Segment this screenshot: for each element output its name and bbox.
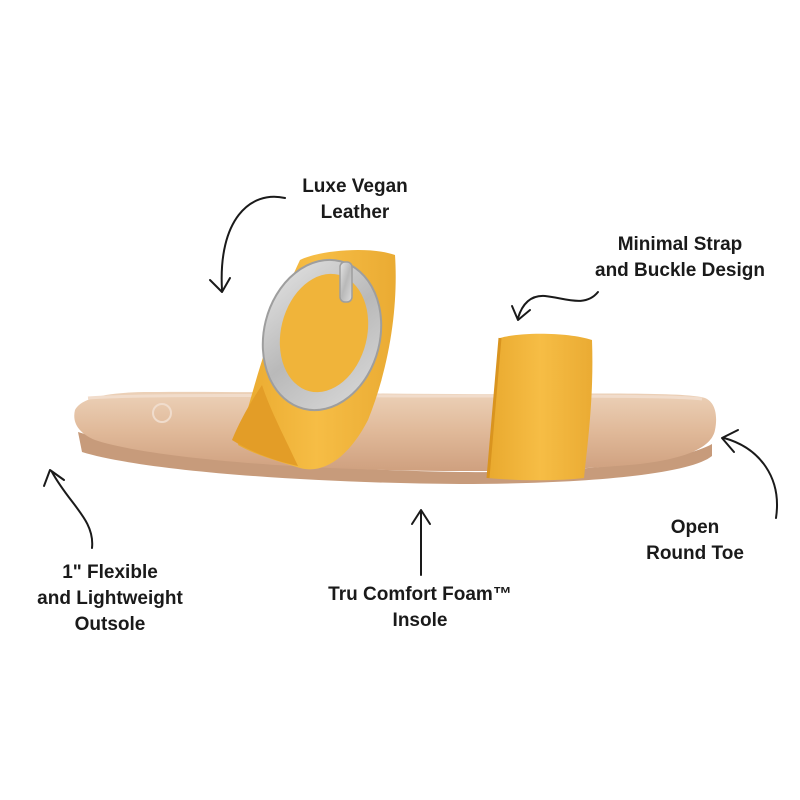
callout-open-toe: Open Round Toe [620,515,770,567]
callout-line: Luxe Vegan [302,176,408,197]
callout-line: and Buckle Design [595,260,765,281]
curved-arrow-icon [511,291,599,321]
front-strap-edge [486,337,502,479]
callout-line: Leather [320,202,390,223]
callout-line: Minimal Strap [617,234,743,255]
curved-arrow-icon [209,195,286,293]
footbed-rim [87,394,703,401]
buckle [261,258,383,412]
heel-logo [152,403,172,423]
callout-line: Outsole [74,614,146,635]
callout-line: Open [670,517,720,538]
curved-arrow-icon [721,429,778,519]
front-strap [488,333,593,481]
callout-line: Insole [392,610,448,631]
callout-outsole: 1" Flexible and Lightweight Outsole [10,560,210,638]
curved-arrow-icon [43,469,94,549]
callout-line: Tru Comfort Foam™ [328,584,512,605]
callout-line: 1" Flexible [62,562,158,583]
callout-line: and Lightweight [37,588,183,609]
rear-strap-tail [232,385,298,466]
callout-line: Round Toe [646,543,744,564]
callout-strap-buckle: Minimal Strap and Buckle Design [575,232,785,284]
straight-arrow-icon [411,509,431,576]
callout-insole: Tru Comfort Foam™ Insole [300,582,540,634]
callout-vegan-leather: Luxe Vegan Leather [275,174,435,226]
